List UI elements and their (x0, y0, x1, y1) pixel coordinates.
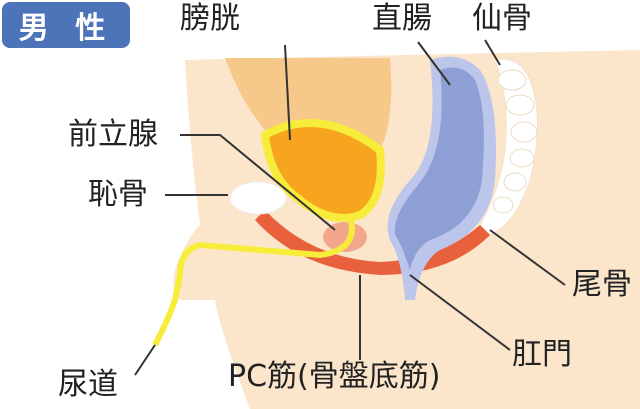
label-prostate: 前立腺 (68, 117, 158, 152)
label-bladder: 膀胱 (180, 1, 240, 36)
label-coccyx: 尾骨 (572, 267, 632, 302)
leader-lines (134, 39, 566, 376)
label-urethra: 尿道 (58, 367, 118, 402)
label-rectum: 直腸 (372, 1, 432, 36)
label-pubic-bone: 恥骨 (88, 177, 148, 212)
bladder (260, 119, 385, 222)
gender-badge: 男 性 (2, 2, 130, 48)
urethra (152, 214, 355, 347)
label-sacrum: 仙骨 (472, 1, 532, 36)
rectum (394, 67, 484, 271)
pubic-bone (229, 181, 287, 215)
label-anus: 肛門 (512, 337, 572, 372)
vertebrae (492, 69, 538, 214)
pelvic-floor-muscle (255, 210, 490, 275)
abdomen-region (225, 58, 392, 150)
label-pc-muscle: PC筋(骨盤底筋) (228, 359, 441, 394)
